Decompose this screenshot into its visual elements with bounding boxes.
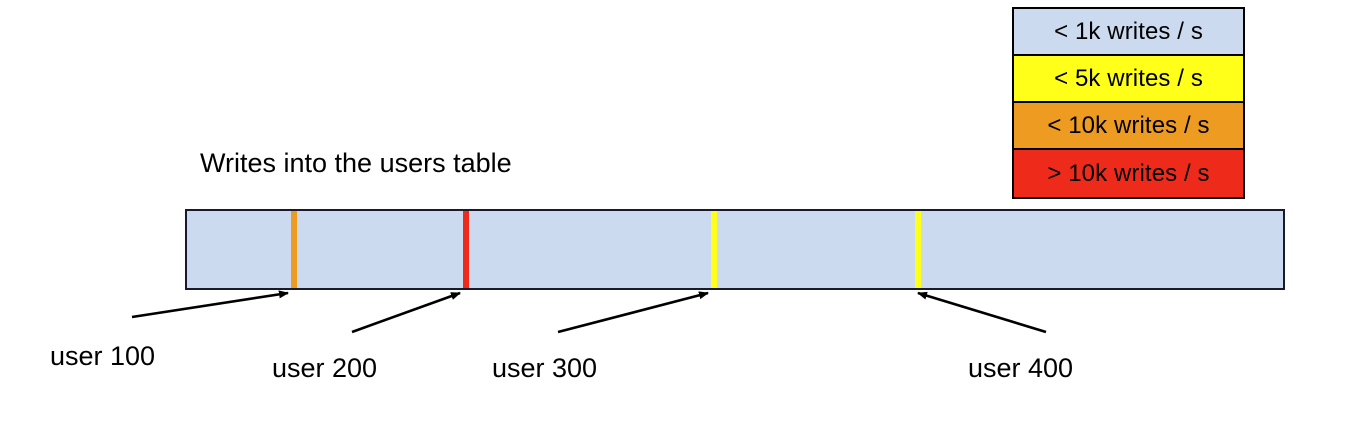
legend-label: > 10k writes / s <box>1047 159 1210 187</box>
arrow-user-400 <box>917 291 1047 334</box>
users-table-bar <box>185 209 1285 290</box>
marker-user-100 <box>291 211 297 288</box>
legend-label: < 10k writes / s <box>1047 111 1210 139</box>
chart-title: Writes into the users table <box>200 148 512 178</box>
label-user-200: user 200 <box>272 353 378 383</box>
label-user-100: user 100 <box>50 341 156 371</box>
legend-row-lt-10k: < 10k writes / s <box>1014 103 1243 150</box>
marker-user-300 <box>711 211 717 288</box>
legend: < 1k writes / s < 5k writes / s < 10k wr… <box>1012 7 1245 199</box>
legend-row-lt-5k: < 5k writes / s <box>1014 56 1243 103</box>
arrow-user-300 <box>557 291 709 334</box>
arrow-user-100 <box>131 290 289 319</box>
legend-label: < 5k writes / s <box>1054 64 1203 92</box>
arrow-user-200 <box>351 291 461 334</box>
legend-label: < 1k writes / s <box>1054 17 1203 45</box>
label-user-300: user 300 <box>492 353 598 383</box>
marker-user-400 <box>915 211 921 288</box>
legend-row-lt-1k: < 1k writes / s <box>1014 9 1243 56</box>
marker-user-200 <box>463 211 469 288</box>
legend-row-gt-10k: > 10k writes / s <box>1014 150 1243 197</box>
label-user-400: user 400 <box>968 353 1074 383</box>
